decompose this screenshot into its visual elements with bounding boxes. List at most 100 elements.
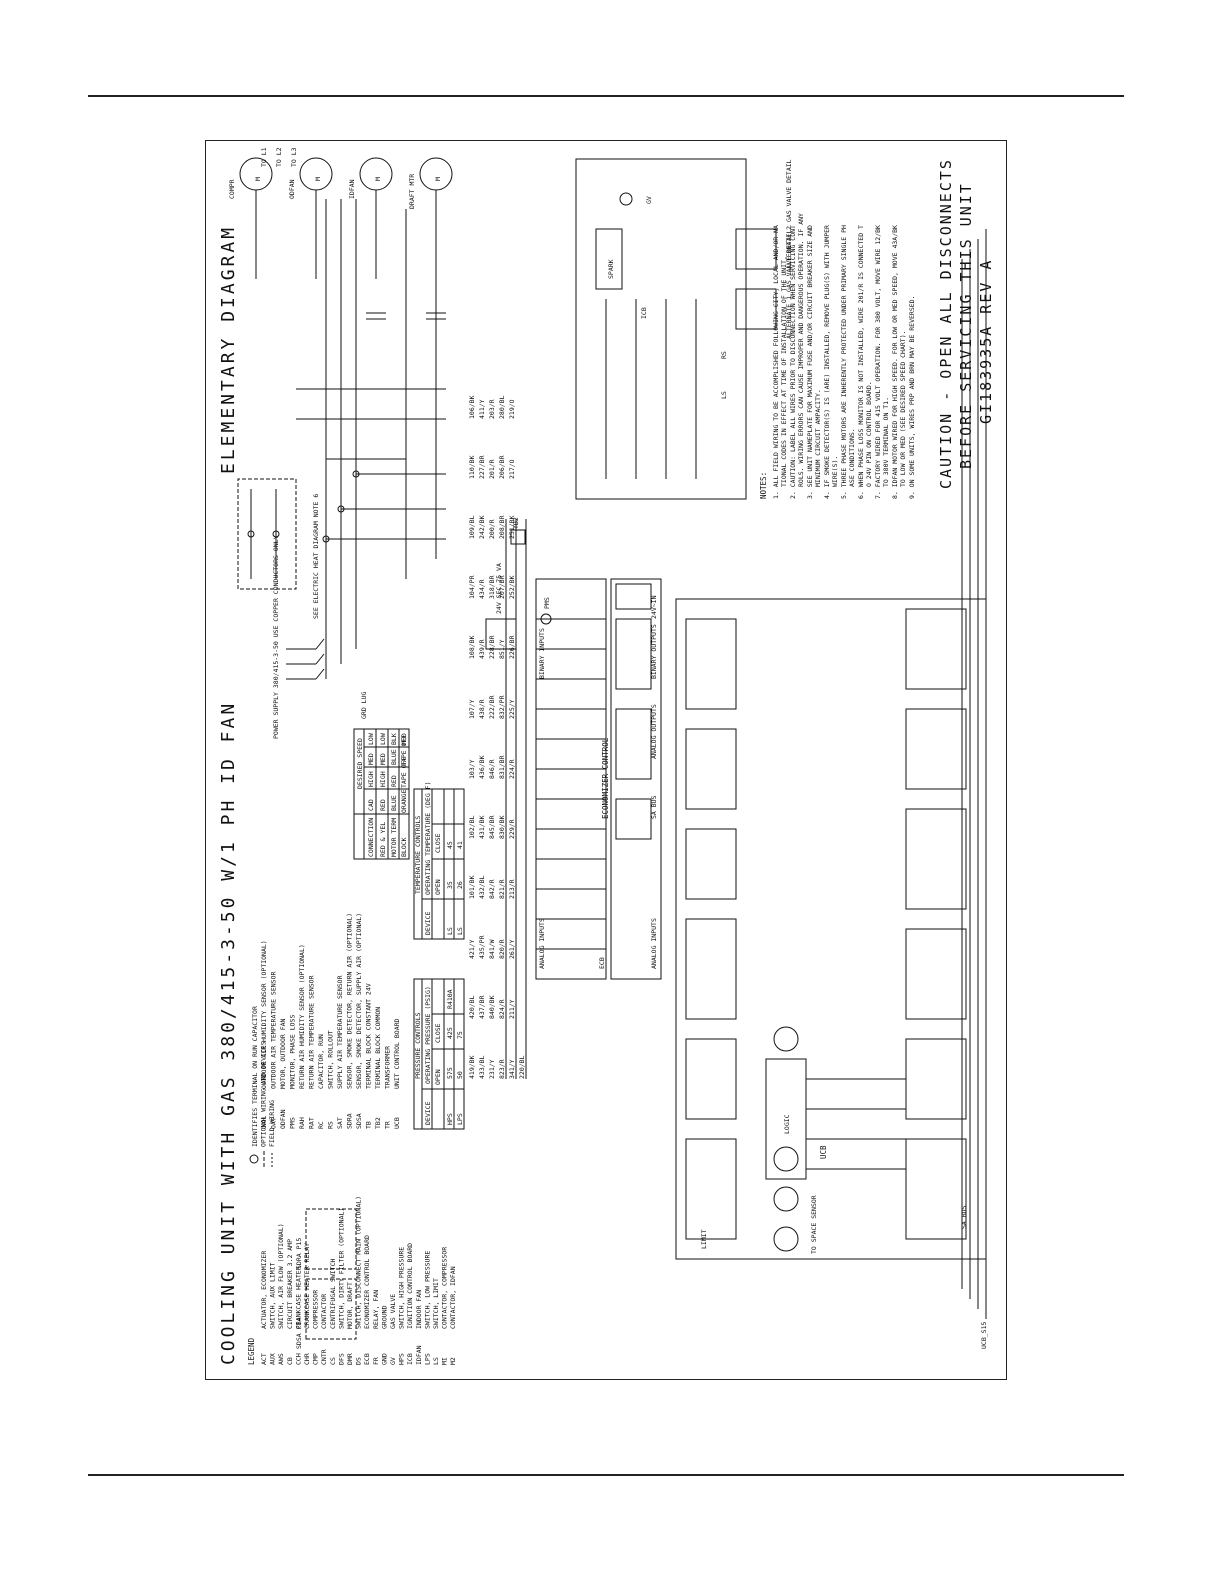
- wire-label: 318/BR: [488, 575, 496, 599]
- compressor-label: COMPR: [228, 179, 236, 199]
- speed-row-1: RED & YEL: [379, 822, 387, 857]
- ucb-sa-bus: SA BUS: [960, 1205, 968, 1229]
- wire-label: 251/BK: [508, 515, 516, 539]
- note-line: 1. ALL FIELD WIRING TO BE ACCOMPLISHED F…: [772, 225, 780, 499]
- note-line: 6. WHEN PHASE LOSS MONITOR IS NOT INSTAL…: [857, 225, 865, 499]
- legend-desc: CONTACTOR: [320, 1294, 328, 1329]
- speed-header-med: MED: [367, 753, 375, 765]
- spark-label: SPARK: [607, 259, 615, 279]
- space-sensor-label: TO SPACE SENSOR: [810, 1195, 818, 1254]
- legend-desc: SWITCH, ROLLOUT: [327, 1030, 335, 1089]
- wire-label: 433/BL: [478, 1055, 486, 1079]
- legend-desc: SWITCH, DISCONNECT MAIN (OPTIONAL): [355, 1196, 363, 1329]
- rs-label: RS: [720, 351, 728, 359]
- legend-code: TB2: [374, 1117, 382, 1129]
- pressure-row-refrigerant: R410A: [446, 989, 454, 1009]
- wiring-diagram: COOLING UNIT WITH GAS 380/415-3-50 W/1 P…: [218, 147, 995, 1365]
- pressure-row-lps: LPS: [456, 1113, 464, 1125]
- legend-desc: RELAY, FAN: [372, 1290, 380, 1329]
- speed-row-3: BLOCK: [400, 837, 408, 857]
- draft-motor-label: DRAFT MTR: [408, 174, 416, 209]
- legend-desc: IGNITION CONTROL BOARD: [406, 1243, 414, 1329]
- wire-label: 845/BR: [488, 815, 496, 839]
- pressure-row-hps: HPS: [446, 1113, 454, 1125]
- ecb-analog-outputs: ANALOG OUTPUTS: [650, 704, 658, 759]
- temp-row-1-open: 35: [446, 881, 454, 889]
- legend-desc: RETURN AIR TEMPERATURE SENSOR: [308, 975, 316, 1089]
- diagram-sheet: COOLING UNIT WITH GAS 380/415-3-50 W/1 P…: [206, 141, 1006, 1379]
- wire-label: 226/BR: [508, 635, 516, 659]
- legend-code: RS: [327, 1121, 335, 1129]
- temp-table-header-device: DEVICE: [424, 911, 432, 935]
- smoke-detector-section: SDSA P14 SDRA P15 UCB_S15: [295, 1208, 988, 1349]
- legend-code: RAH: [298, 1117, 306, 1129]
- wire-label: 261/Y: [508, 939, 516, 959]
- pressure-table-header-open: OPEN: [434, 1069, 442, 1085]
- pressure-table-header-device: DEVICE: [424, 1101, 432, 1125]
- wire-label: 411/Y: [478, 399, 486, 419]
- wire-label: 280/BL: [498, 395, 506, 419]
- wire-label: 109/BL: [468, 515, 476, 539]
- top-rule: [88, 95, 1124, 97]
- idfan-symbol: M: [374, 177, 382, 181]
- motors-section: M COMPR M ODFAN M IDFAN M DRAFT MTR TO L…: [228, 147, 453, 320]
- temp-table-title: TEMPERATURE CONTROLS: [414, 816, 422, 894]
- legend-desc: OUTDOOR AIR TEMPERATURE SENSOR: [270, 972, 278, 1089]
- to-l3: TO L3: [290, 147, 298, 167]
- legend-desc: SWITCH, DIRTY FILTER (OPTIONAL): [337, 1208, 345, 1329]
- icb-label: ICB: [640, 307, 648, 319]
- wire-label: 220/BL: [518, 1055, 526, 1079]
- temperature-controls-table: TEMPERATURE CONTROLS DEVICE OPERATING TE…: [413, 782, 465, 940]
- wire-label: 434/R: [478, 579, 486, 599]
- ecb-sa-bus: SA BUS: [650, 795, 658, 819]
- alt-gas-valve-2: ALTERNATE 2 GAS VALVE DETAIL: [785, 159, 793, 269]
- speed-header-low: LOW: [367, 733, 375, 745]
- wire-label: 200/R: [488, 519, 496, 539]
- legend-desc: MOTOR, OUTDOOR FAN: [279, 1018, 287, 1089]
- power-supply-note: POWER SUPPLY 380/415-3-50 USE COPPER CON…: [272, 535, 280, 739]
- legend-code: SDRA: [346, 1113, 354, 1129]
- legend-code: OAT: [270, 1117, 278, 1129]
- desired-speed-table: DESIRED SPEED CONNECTION CAD HIGH MED LO…: [353, 728, 410, 860]
- contactor-section: [237, 388, 446, 590]
- legend-code: DMR: [346, 1353, 354, 1365]
- legend-desc: RETURN AIR HUMIDITY SENSOR (OPTIONAL): [298, 944, 306, 1089]
- legend-code: MI: [441, 1357, 449, 1365]
- wire-label: 840/BK: [488, 995, 496, 1019]
- legend-code: UCB: [393, 1117, 401, 1129]
- legend-code: SAT: [336, 1117, 344, 1129]
- ecb-binary-outputs: BINARY OUTPUTS: [650, 624, 658, 679]
- ecb-binary-inputs: BINARY INPUTS: [538, 628, 546, 679]
- legend-code: CCH: [294, 1353, 302, 1365]
- legend-desc: INDOOR FAN: [415, 1290, 423, 1329]
- legend-desc: TERMINAL BLOCK CONSTANT 24V: [365, 983, 373, 1089]
- wire-label: 228/BR: [488, 635, 496, 659]
- legend-code: PMS: [289, 1117, 297, 1129]
- wire-label: 219/O: [508, 399, 516, 419]
- notes-section: NOTES: 1. ALL FIELD WIRING TO BE ACCOMPL…: [759, 158, 995, 499]
- ucb-logic: LOGIC: [783, 1114, 791, 1134]
- legend-desc: CAPACITOR, RUN: [317, 1034, 325, 1089]
- legend-desc: SWITCH, LIMIT: [432, 1278, 440, 1329]
- sdra-plug: SDRA P15: [295, 1238, 303, 1269]
- legend-code: DFS: [337, 1353, 345, 1365]
- legend-code: GV: [389, 1357, 397, 1365]
- legend-symbol-desc: IDENTIFIES TERMINAL ON RUN CAPACITOR: [251, 1006, 259, 1147]
- wire-label: 106/BK: [468, 395, 476, 419]
- legend-desc: OUTDOOR AIR HUMIDITY SENSOR (OPTIONAL): [260, 940, 268, 1089]
- legend-code: M2: [449, 1357, 457, 1365]
- idfan-motor: M IDFAN: [348, 157, 393, 199]
- legend-code: GND: [380, 1353, 388, 1365]
- note-line-cont: TO LOW OR MED (SEE DESIRED SPEED CHART).: [899, 330, 907, 487]
- legend-code: ACT: [260, 1353, 268, 1365]
- compressor-symbol: M: [254, 177, 262, 181]
- wire-label: 824/R: [498, 999, 506, 1019]
- legend-desc: CENTRIFUGAL SWITCH: [329, 1258, 337, 1329]
- note-line: 2. CAUTION: LABEL ALL WIRES PRIOR TO DIS…: [789, 225, 797, 499]
- wire-label: 420/BL: [468, 995, 476, 1019]
- note-line: 8. IDFAN MOTOR WIRED FOR HIGH SPEED. FOR…: [891, 225, 899, 499]
- note-line: 9. ON SOME UNITS, WIRES PRP AND BRN MAY …: [908, 296, 916, 500]
- note-line-cont: WIRE(S).: [831, 456, 839, 487]
- legend-desc: TERMINAL BLOCK COMMON: [374, 1007, 382, 1089]
